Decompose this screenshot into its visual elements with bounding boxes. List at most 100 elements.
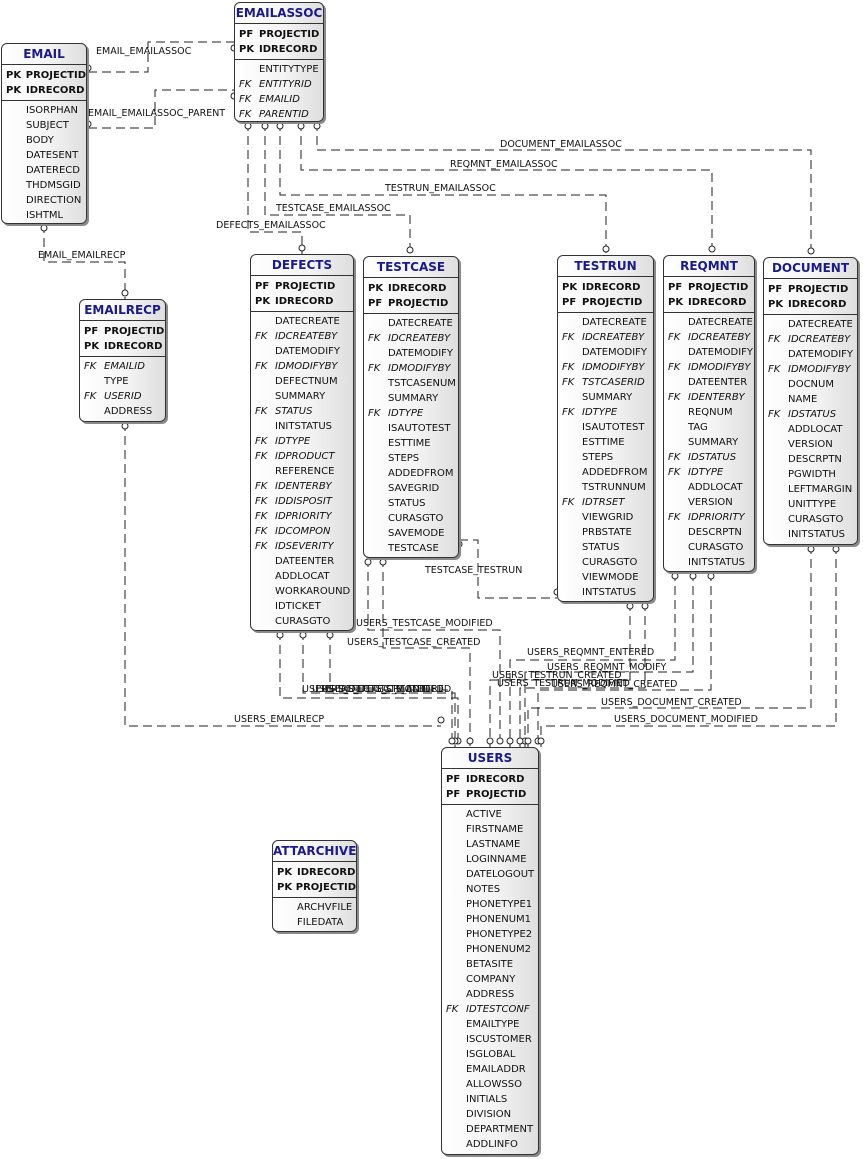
column-row[interactable]: TYPE <box>80 374 165 389</box>
column-row[interactable]: ADDLOCAT <box>251 569 353 584</box>
column-row[interactable]: DEPARTMENT <box>442 1122 538 1137</box>
column-row[interactable]: DATEMODIFY <box>764 347 857 362</box>
column-row[interactable]: PGWIDTH <box>764 467 857 482</box>
column-row[interactable]: ADDEDFROM <box>558 465 653 480</box>
column-row[interactable]: ADDRESS <box>442 987 538 1002</box>
column-row[interactable]: EMAILADDR <box>442 1062 538 1077</box>
column-row[interactable]: CURASGTO <box>764 512 857 527</box>
column-row[interactable]: DATECREATE <box>558 315 653 330</box>
column-row[interactable]: COMPANY <box>442 972 538 987</box>
column-row[interactable]: ISAUTOTEST <box>558 420 653 435</box>
column-row[interactable]: DATECREATE <box>764 317 857 332</box>
relationship-line[interactable] <box>382 558 471 747</box>
column-row[interactable]: ENTITYTYPE <box>235 62 323 77</box>
column-row[interactable]: REQNUM <box>664 405 754 420</box>
relationship-line[interactable] <box>43 224 126 299</box>
column-row[interactable]: WORKAROUND <box>251 584 353 599</box>
column-row[interactable]: UNITTYPE <box>764 497 857 512</box>
column-row[interactable]: ESTTIME <box>364 436 458 451</box>
column-row[interactable]: CURASGTO <box>664 540 754 555</box>
column-row[interactable]: SUBJECT <box>2 118 86 133</box>
relationship-line[interactable] <box>540 545 837 747</box>
column-row[interactable]: DATEMODIFY <box>251 344 353 359</box>
relationship-line[interactable] <box>300 122 713 255</box>
column-row[interactable]: ALLOWSSO <box>442 1077 538 1092</box>
relationship-line[interactable] <box>279 631 459 747</box>
column-row[interactable]: SAVEGRID <box>364 481 458 496</box>
column-row[interactable]: ISAUTOTEST <box>364 421 458 436</box>
column-row[interactable]: SUMMARY <box>364 391 458 406</box>
relationship-line[interactable] <box>524 572 694 747</box>
relationship-line[interactable] <box>489 602 631 747</box>
column-row[interactable]: ARCHVFILE <box>273 900 356 915</box>
column-row[interactable]: DATECREATE <box>364 316 458 331</box>
column-row[interactable]: DATEENTER <box>664 375 754 390</box>
column-row[interactable]: NOTES <box>442 882 538 897</box>
column-row[interactable]: DATERECD <box>2 163 86 178</box>
column-row[interactable]: STATUS <box>364 496 458 511</box>
relationship-line[interactable] <box>88 41 234 73</box>
column-row[interactable]: ADDLINFO <box>442 1137 538 1152</box>
column-row[interactable]: DATEMODIFY <box>664 345 754 360</box>
column-row[interactable]: INITSTATUS <box>251 419 353 434</box>
column-row[interactable]: REFERENCE <box>251 464 353 479</box>
column-row[interactable]: ADDLOCAT <box>664 480 754 495</box>
column-row[interactable]: INITIALS <box>442 1092 538 1107</box>
column-row[interactable]: ISORPHAN <box>2 103 86 118</box>
column-row[interactable]: TSTRUNNUM <box>558 480 653 495</box>
relationship-line[interactable] <box>316 122 812 257</box>
relationship-line[interactable] <box>527 545 812 747</box>
relationship-line[interactable] <box>279 122 607 255</box>
column-row[interactable]: ISHTML <box>2 208 86 223</box>
column-row[interactable]: FILEDATA <box>273 915 356 930</box>
relationship-line[interactable] <box>329 631 453 747</box>
column-row[interactable]: ISGLOBAL <box>442 1047 538 1062</box>
column-row[interactable]: PHONETYPE2 <box>442 927 538 942</box>
column-row[interactable]: DATEMODIFY <box>558 345 653 360</box>
column-row[interactable]: ISCUSTOMER <box>442 1032 538 1047</box>
relationship-line[interactable] <box>509 572 676 747</box>
relationship-line[interactable] <box>124 422 441 727</box>
column-row[interactable]: TAG <box>664 420 754 435</box>
